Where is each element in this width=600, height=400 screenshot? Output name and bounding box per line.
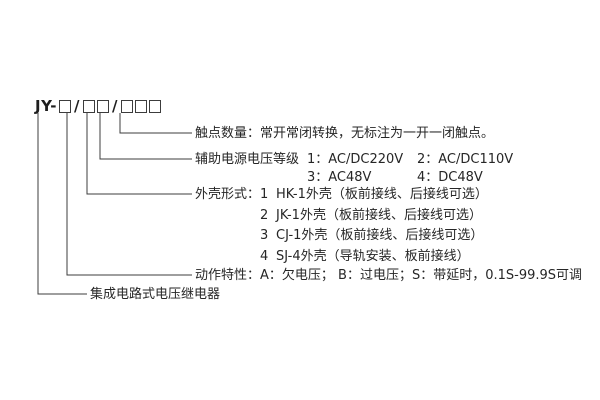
- digit-box-aux-voltage: [96, 99, 109, 113]
- label-shell-row-4: 4 SJ-4外壳（导轨安装、板前接线）: [195, 248, 470, 265]
- shell-option-text: CJ-1外壳（板前接线、后接线可选）: [276, 228, 484, 243]
- aux-voltage-option-1: 1：AC/DC220V: [307, 152, 404, 167]
- shell-option-num: 3: [260, 228, 269, 243]
- connector-product: [37, 113, 87, 295]
- connector-action: [66, 113, 192, 276]
- aux-voltage-option-3: 3：AC48V: [307, 170, 372, 185]
- shell-option-text: JK-1外壳（板前接线、后接线可选）: [276, 208, 482, 223]
- digit-box-contact-1: [120, 99, 133, 113]
- label-aux-voltage-row2: 3：AC48V 4：DC48V: [307, 169, 527, 186]
- digit-box-shell: [82, 99, 95, 113]
- connector-aux-voltage: [99, 113, 192, 160]
- label-shell-row-2: 2 JK-1外壳（板前接线、后接线可选）: [195, 207, 482, 224]
- shell-option-text: SJ-4外壳（导轨安装、板前接线）: [276, 249, 470, 264]
- model-prefix: JY-: [35, 97, 57, 115]
- connector-contact: [119, 113, 192, 134]
- digit-box-contact-3: [148, 99, 161, 113]
- shell-option-num: 4: [260, 249, 269, 264]
- aux-voltage-option-4: 4：DC48V: [417, 170, 483, 185]
- label-shell-row-1: 外壳形式：1 HK-1外壳（板前接线、后接线可选）: [195, 186, 488, 203]
- shell-option-num: 1: [260, 187, 269, 202]
- label-aux-voltage-row1: 辅助电源电压等级 1：AC/DC220V 2：AC/DC110V: [195, 151, 527, 168]
- shell-title: 外壳形式：: [195, 187, 261, 202]
- digit-box-action: [58, 99, 71, 113]
- label-product-name: 集成电路式电压继电器: [90, 287, 221, 302]
- label-contact-quantity: 触点数量：常开常闭转换，无标注为一开一闭触点。: [195, 126, 495, 141]
- model-code: JY- / /: [35, 96, 161, 116]
- label-action-characteristic: 动作特性：A：欠电压； B：过电压；S：带延时，0.1S-99.9S可调: [195, 268, 583, 283]
- connector-shell: [86, 113, 192, 195]
- label-shell-row-3: 3 CJ-1外壳（板前接线、后接线可选）: [195, 227, 483, 244]
- digit-box-contact-2: [134, 99, 147, 113]
- shell-option-text: HK-1外壳（板前接线、后接线可选）: [276, 187, 488, 202]
- code-separator: /: [73, 97, 80, 115]
- aux-voltage-option-2: 2：AC/DC110V: [417, 152, 514, 167]
- aux-voltage-title: 辅助电源电压等级: [195, 152, 300, 167]
- shell-option-num: 2: [260, 208, 269, 223]
- code-separator: /: [111, 97, 118, 115]
